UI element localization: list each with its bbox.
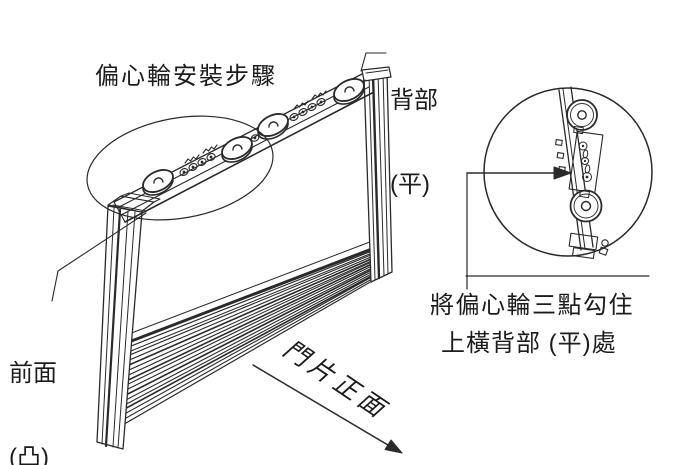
eccentric-wheel — [333, 78, 365, 105]
back-label-text: 背部 — [390, 87, 438, 114]
detail-wheel-top — [566, 99, 598, 131]
front-label-leader — [51, 212, 147, 302]
note-line-2: 上橫背部 (平)處 — [441, 330, 617, 357]
eccentric-wheel — [221, 136, 253, 163]
back-label-leader — [360, 52, 387, 72]
mounting-plate — [568, 130, 604, 194]
bottom-slat-band — [118, 239, 380, 428]
eccentric-wheel — [257, 113, 289, 140]
door-face-arrow — [252, 364, 403, 454]
detail-wheel-bottom — [569, 189, 603, 223]
left-post — [96, 192, 161, 450]
front-label-text: 前面 — [9, 360, 57, 387]
detail-circle-view — [465, 86, 653, 290]
front-label-sub: (凸) — [9, 444, 49, 465]
rail-hardware-cluster-a — [179, 144, 218, 176]
front-convex-label: 前面 (凸) — [9, 304, 57, 465]
diagram-title: 偏心輪安裝步驟 — [95, 63, 277, 90]
back-flat-label: 背部 (平) — [390, 31, 438, 255]
callout-ellipse — [86, 115, 274, 221]
eccentric-wheels — [142, 78, 365, 196]
three-hook-points — [555, 139, 566, 173]
plate-fasteners — [578, 141, 592, 182]
note-line-1: 將偏心輪三點勾住 — [430, 292, 634, 319]
right-post — [361, 66, 393, 283]
detail-bottom-bracket — [568, 232, 609, 260]
detail-pointer-arrow — [465, 166, 650, 290]
back-label-sub: (平) — [390, 171, 430, 198]
eccentric-wheel — [142, 169, 174, 196]
rail-hardware-cluster-b — [289, 90, 327, 121]
